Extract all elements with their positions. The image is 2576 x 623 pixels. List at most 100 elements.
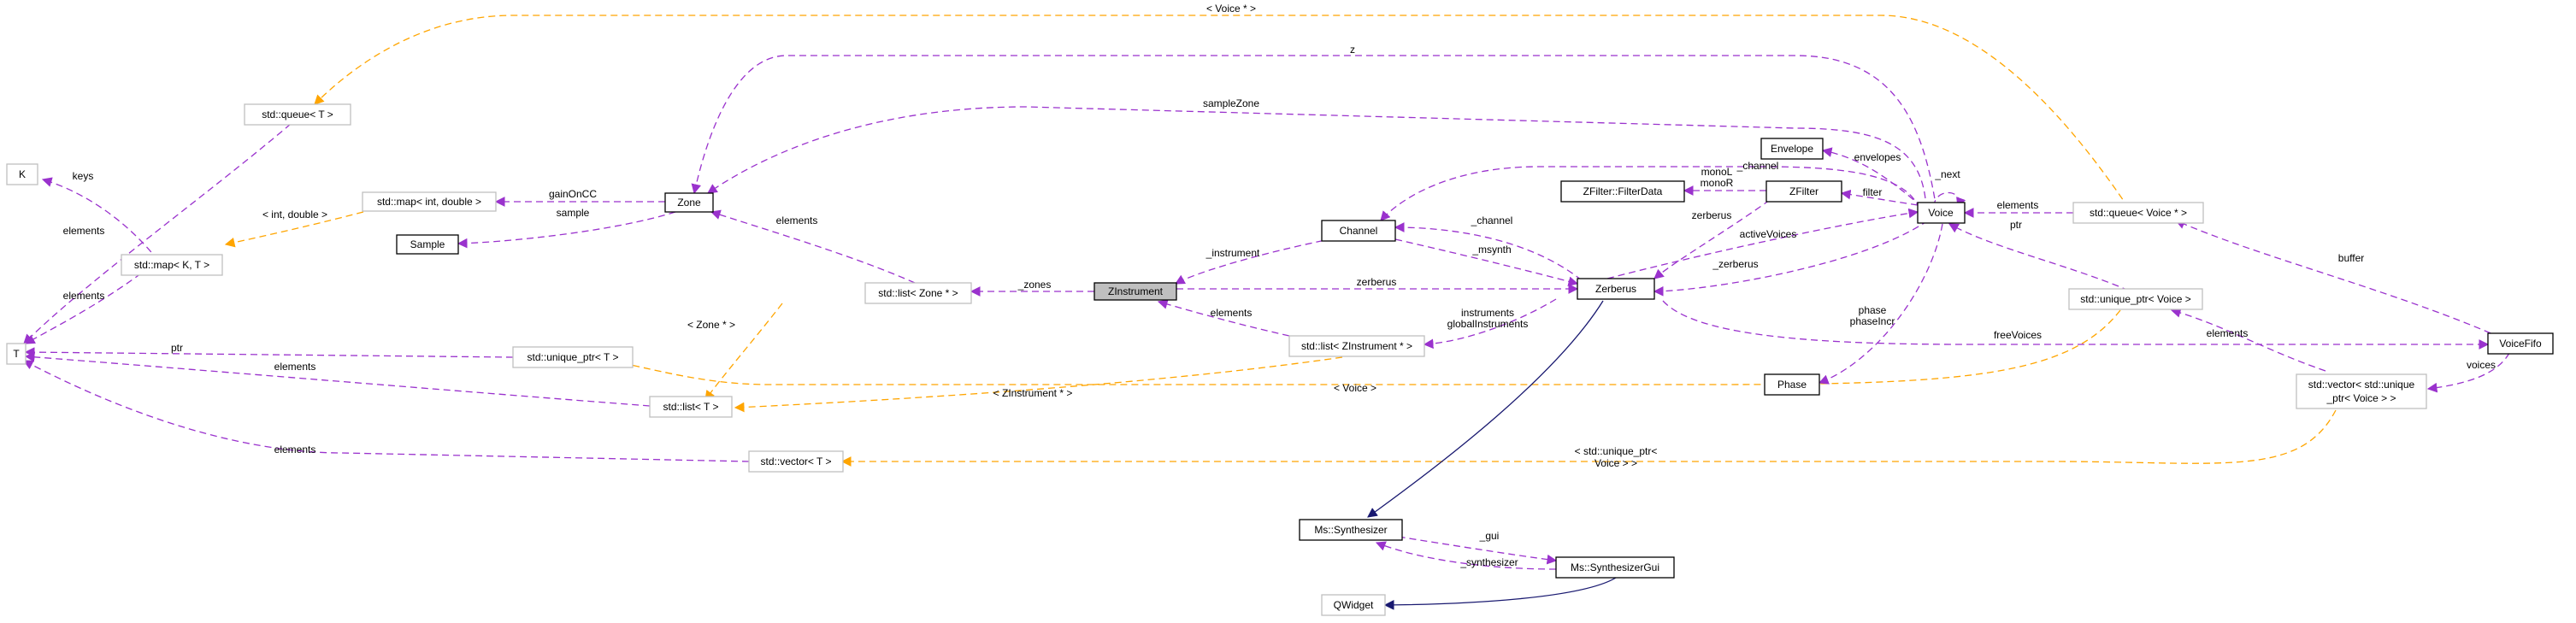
svg-text:Zerberus: Zerberus xyxy=(1595,283,1636,295)
edge-zinstrument-zerberus: zerberus xyxy=(1176,276,1579,294)
edge-zone-sample: sample xyxy=(457,207,676,249)
node-qwidget[interactable]: QWidget xyxy=(1321,594,1386,616)
svg-text:std::map< K, T >: std::map< K, T > xyxy=(134,259,209,271)
node-list-t[interactable]: std::list< T > xyxy=(649,396,733,418)
node-envelope[interactable]: Envelope xyxy=(1760,138,1824,160)
edge-label-phase-1: phase xyxy=(1859,304,1887,316)
node-voicefifo[interactable]: VoiceFifo xyxy=(2487,332,2554,355)
edge-label-zinstrument-ptr: < ZInstrument * > xyxy=(993,387,1073,399)
edge-label-zone-ptr: < Zone * > xyxy=(687,319,735,331)
svg-text:Phase: Phase xyxy=(1777,379,1807,391)
node-ms-synthesizer[interactable]: Ms::Synthesizer xyxy=(1299,519,1403,541)
edge-label-unique-ptr-voice-template-1: < std::unique_ptr< xyxy=(1575,445,1658,457)
edge-channel-msynth: _msynth xyxy=(1394,238,1579,286)
svg-text:Ms::SynthesizerGui: Ms::SynthesizerGui xyxy=(1571,561,1659,573)
svg-text:std::vector< T >: std::vector< T > xyxy=(761,455,832,467)
edge-voice-zerberus: _zerberus xyxy=(1653,220,1929,297)
node-zfilter[interactable]: ZFilter xyxy=(1765,180,1842,203)
edge-zfilter-zerberus: zerberus xyxy=(1653,199,1771,279)
edge-label-elements-list-t: elements xyxy=(274,361,316,373)
svg-text:Zone: Zone xyxy=(677,197,701,209)
edge-queue-voice-template: < Voice * > xyxy=(314,3,2130,209)
node-unique-ptr-voice[interactable]: std::unique_ptr< Voice > xyxy=(2068,288,2203,310)
node-zone[interactable]: Zone xyxy=(664,192,714,213)
edge-voice-z: z xyxy=(691,44,1937,210)
edge-label-msynth: _msynth xyxy=(1471,244,1511,256)
svg-text:ZFilter::FilterData: ZFilter::FilterData xyxy=(1583,185,1663,197)
node-voice[interactable]: Voice xyxy=(1917,202,1966,224)
edge-label-int-double: < int, double > xyxy=(262,209,327,220)
node-channel[interactable]: Channel xyxy=(1321,220,1396,242)
node-queue-voice[interactable]: std::queue< Voice * > xyxy=(2072,202,2204,224)
edge-label-elements-zones: elements xyxy=(776,215,818,226)
node-zinstrument[interactable]: ZInstrument xyxy=(1093,282,1177,301)
svg-text:std::list< T >: std::list< T > xyxy=(663,401,719,413)
edge-label-envelopes: envelopes xyxy=(1854,151,1901,163)
svg-text:std::vector< std::unique: std::vector< std::unique xyxy=(2308,379,2415,391)
svg-text:std::unique_ptr< Voice >: std::unique_ptr< Voice > xyxy=(2080,293,2190,305)
edge-voice-phase: phase phaseIncr xyxy=(1818,223,1943,385)
node-zinstrument-list[interactable]: std::list< ZInstrument * > xyxy=(1288,335,1425,357)
edge-label-voice-ptr-template: < Voice * > xyxy=(1206,3,1256,15)
edge-vector-unique-ptr-template: < std::unique_ptr< Voice > > xyxy=(840,409,2337,469)
svg-text:std::map< int, double >: std::map< int, double > xyxy=(377,196,481,208)
svg-text:VoiceFifo: VoiceFifo xyxy=(2499,338,2542,350)
node-t[interactable]: T xyxy=(6,343,27,365)
edge-zerberus-free-voices: freeVoices xyxy=(1662,300,2490,350)
edge-label-mono-1: monoL xyxy=(1701,166,1733,178)
node-ms-synthesizer-gui[interactable]: Ms::SynthesizerGui xyxy=(1555,556,1675,579)
node-zones-list[interactable]: std::list< Zone * > xyxy=(864,282,972,304)
edge-label-z: z xyxy=(1350,44,1355,56)
svg-text:std::queue< Voice * >: std::queue< Voice * > xyxy=(2090,207,2187,219)
edge-zinstrument-list-elements: elements xyxy=(1157,299,1290,337)
svg-text:ZFilter: ZFilter xyxy=(1789,185,1819,197)
edge-label-elements-queue: elements xyxy=(63,225,105,237)
node-map-int-double[interactable]: std::map< int, double > xyxy=(362,191,497,212)
edge-queue-t-elements: elements xyxy=(23,123,292,344)
edge-label-buffer: buffer xyxy=(2338,252,2364,264)
edge-label-unique-ptr-voice-template-2: Voice > > xyxy=(1595,457,1637,469)
svg-text:Voice: Voice xyxy=(1928,207,1954,219)
node-queue-t[interactable]: std::queue< T > xyxy=(244,103,351,126)
node-zfilter-data[interactable]: ZFilter::FilterData xyxy=(1560,180,1685,203)
edge-label-zerberus-main: zerberus xyxy=(1357,276,1397,288)
node-unique-ptr-t[interactable]: std::unique_ptr< T > xyxy=(512,346,634,368)
svg-text:Sample: Sample xyxy=(410,238,445,250)
edge-unique-ptr-voice-ptr: ptr xyxy=(1948,219,2130,291)
node-map-k-t[interactable]: std::map< K, T > xyxy=(121,254,223,276)
edge-map-int-double-template: < int, double > xyxy=(224,209,364,248)
edge-label-instrument: _instrument xyxy=(1205,247,1260,259)
node-zerberus[interactable]: Zerberus xyxy=(1577,278,1655,300)
edge-label-sample: sample xyxy=(557,207,590,219)
edge-label-synthesizer: _synthesizer xyxy=(1459,556,1518,568)
edge-map-k-t-elements: elements xyxy=(24,273,142,344)
node-vector-unique-ptr-voice[interactable]: std::vector< std::unique _ptr< Voice > > xyxy=(2296,373,2427,409)
edge-channel-instrument: _instrument xyxy=(1174,238,1335,285)
edge-label-elements-inst: elements xyxy=(1211,307,1253,319)
edge-label-elements-vector-voice: elements xyxy=(2207,327,2249,339)
edge-voicefifo-voices: voices xyxy=(2426,352,2510,393)
node-phase[interactable]: Phase xyxy=(1764,373,1820,396)
svg-text:std::unique_ptr< T >: std::unique_ptr< T > xyxy=(528,351,619,363)
svg-text:T: T xyxy=(13,348,20,360)
edge-label-gain-on-cc: gainOnCC xyxy=(549,188,597,200)
edge-vector-voice-elements: elements xyxy=(2170,308,2326,372)
svg-text:ZInstrument: ZInstrument xyxy=(1108,285,1164,297)
node-sample[interactable]: Sample xyxy=(396,234,459,255)
edge-zinstrument-list-template: < ZInstrument * > xyxy=(734,356,1343,413)
node-k[interactable]: K xyxy=(6,163,38,185)
edge-label-channel-mid: _channel xyxy=(1471,215,1513,226)
edge-vector-t-elements: elements xyxy=(22,360,750,462)
node-vector-t[interactable]: std::vector< T > xyxy=(748,450,844,473)
edge-zone-gain-on-cc: gainOnCC xyxy=(494,188,665,207)
edge-zerberus-inherits-synthesizer xyxy=(1367,300,1604,518)
edge-zerberus-channel: _channel xyxy=(1394,215,1583,281)
edge-label-next: _next xyxy=(1934,168,1960,180)
edge-label-active-voices: activeVoices xyxy=(1740,228,1797,240)
edge-map-k-t-keys: keys xyxy=(41,170,159,262)
edge-label-voice-template: < Voice > xyxy=(1334,382,1376,394)
edge-label-elements-map: elements xyxy=(63,290,105,302)
edge-label-filter: filter xyxy=(1863,186,1883,198)
edge-zfilter-mono: monoL monoR xyxy=(1683,166,1766,196)
edge-label-voices: voices xyxy=(2467,359,2496,371)
